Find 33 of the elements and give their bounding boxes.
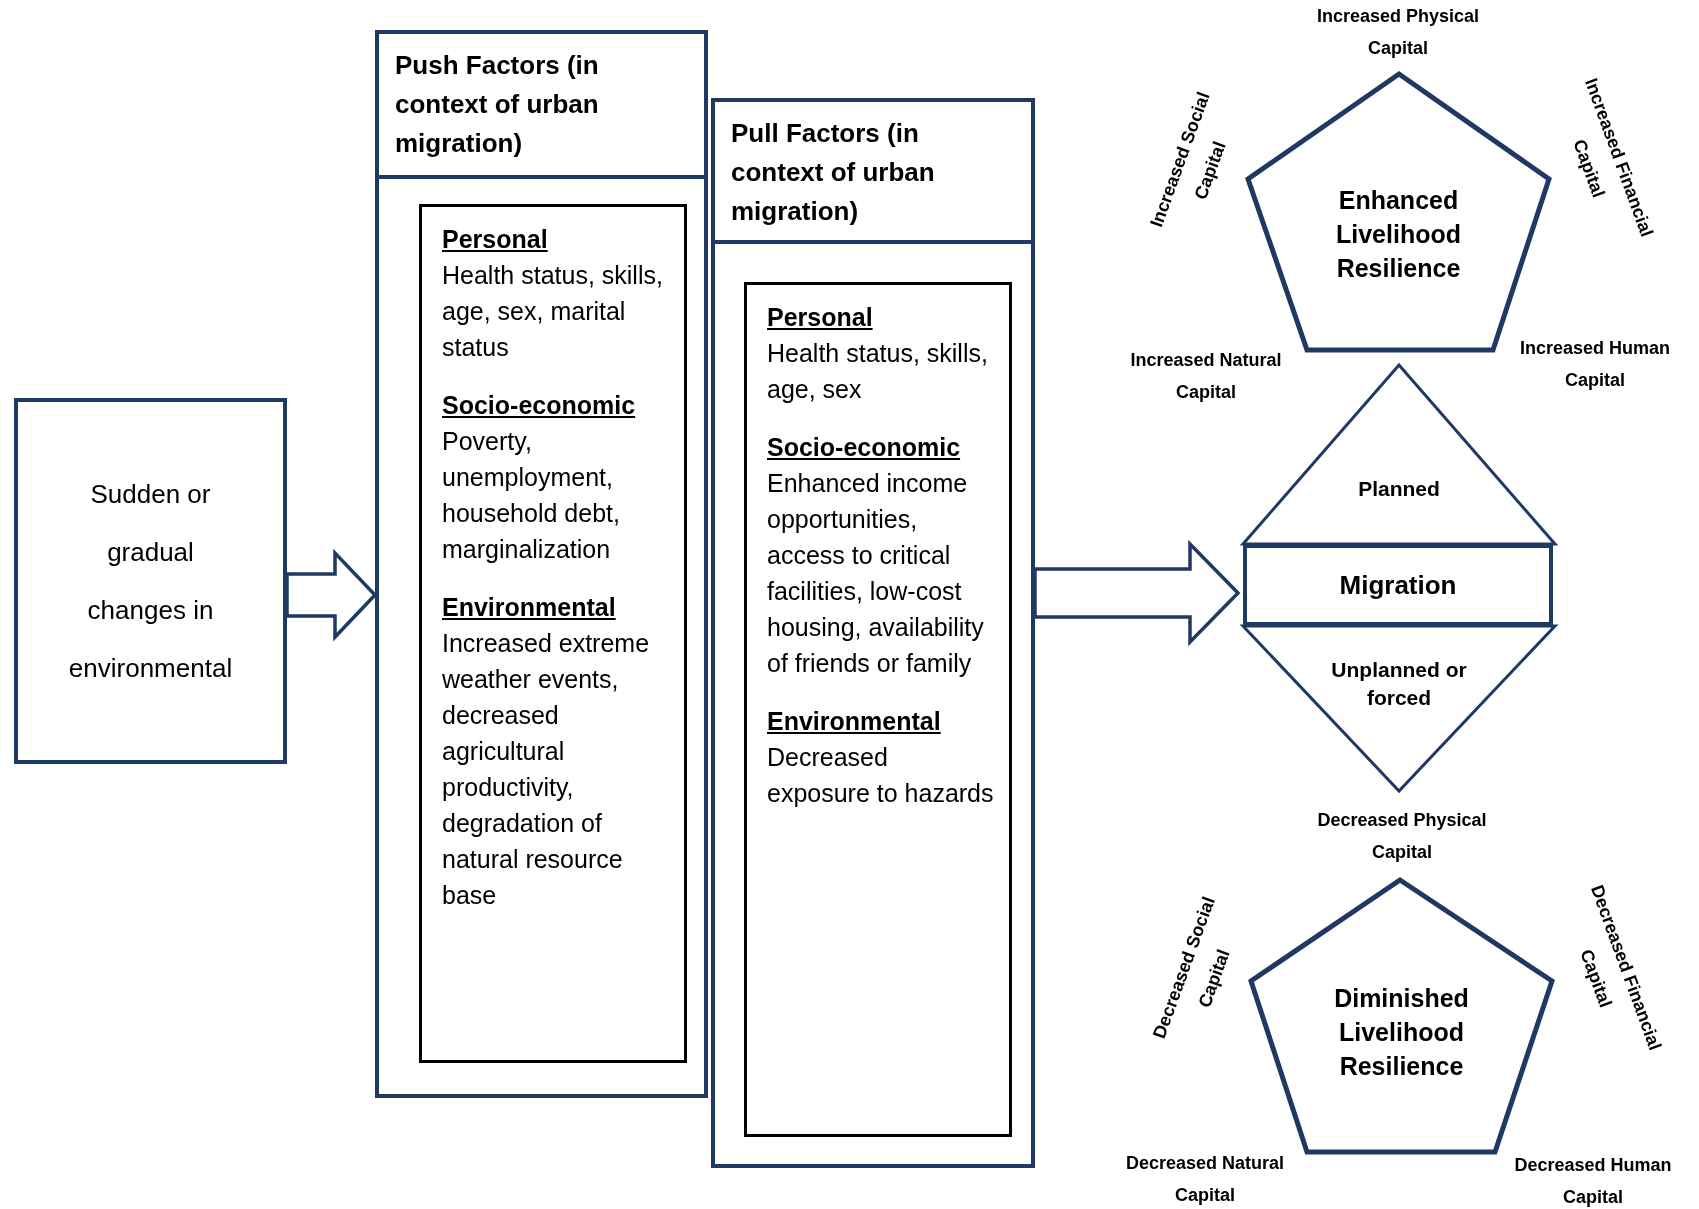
box-text: Sudden or gradual changes in environmental	[67, 478, 234, 685]
factor-text: Poverty, unemployment, household debt, marginalization	[442, 426, 621, 565]
category-heading: Personal	[767, 302, 874, 333]
block-arrow	[285, 548, 378, 642]
process-box	[14, 398, 287, 764]
factor-text: Health status, skills, age, sex	[767, 338, 989, 405]
factor-text: Increased extreme weather events, decreased agricultural productivity, degradation of natural resource base	[442, 628, 651, 911]
category-heading: Socio-economic	[767, 432, 962, 463]
section-header: Push Factors (in context of urban migration)	[379, 34, 704, 179]
factor-panel	[711, 98, 1035, 1168]
block-arrow	[1033, 539, 1241, 647]
migration-band: Migration	[1243, 544, 1553, 626]
category-heading: Socio-economic	[442, 390, 637, 421]
section-header: Pull Factors (in context of urban migration)	[715, 102, 1031, 244]
capital-label: Decreased Physical Capital	[1316, 809, 1488, 864]
node-label: Enhanced Livelihood Resilience	[1335, 185, 1462, 284]
factor-text: Decreased exposure to hazards	[767, 742, 995, 809]
capital-label: Increased Human Capital	[1518, 337, 1672, 392]
category-heading: Environmental	[767, 706, 942, 737]
node-label: Unplanned or forced	[1330, 657, 1468, 712]
capital-label: Increased Natural Capital	[1129, 349, 1283, 404]
factor-text: Health status, skills, age, sex, marital status	[442, 260, 664, 363]
factor-list-box	[744, 282, 1012, 1137]
category-heading: Personal	[442, 224, 549, 255]
factor-text: Enhanced income opportunities, access to critical facilities, low-cost housing, availability of friends or family	[767, 468, 985, 679]
node-label: Diminished Livelihood Resilience	[1333, 983, 1470, 1082]
factor-panel	[375, 30, 708, 1098]
category-heading: Environmental	[442, 592, 617, 623]
node-label: Planned	[1357, 476, 1441, 502]
capital-label: Decreased Natural Capital	[1124, 1152, 1286, 1207]
capital-label: Decreased Human Capital	[1513, 1154, 1673, 1209]
capital-label: Increased Physical Capital	[1315, 5, 1481, 60]
factor-list-box	[419, 204, 687, 1063]
